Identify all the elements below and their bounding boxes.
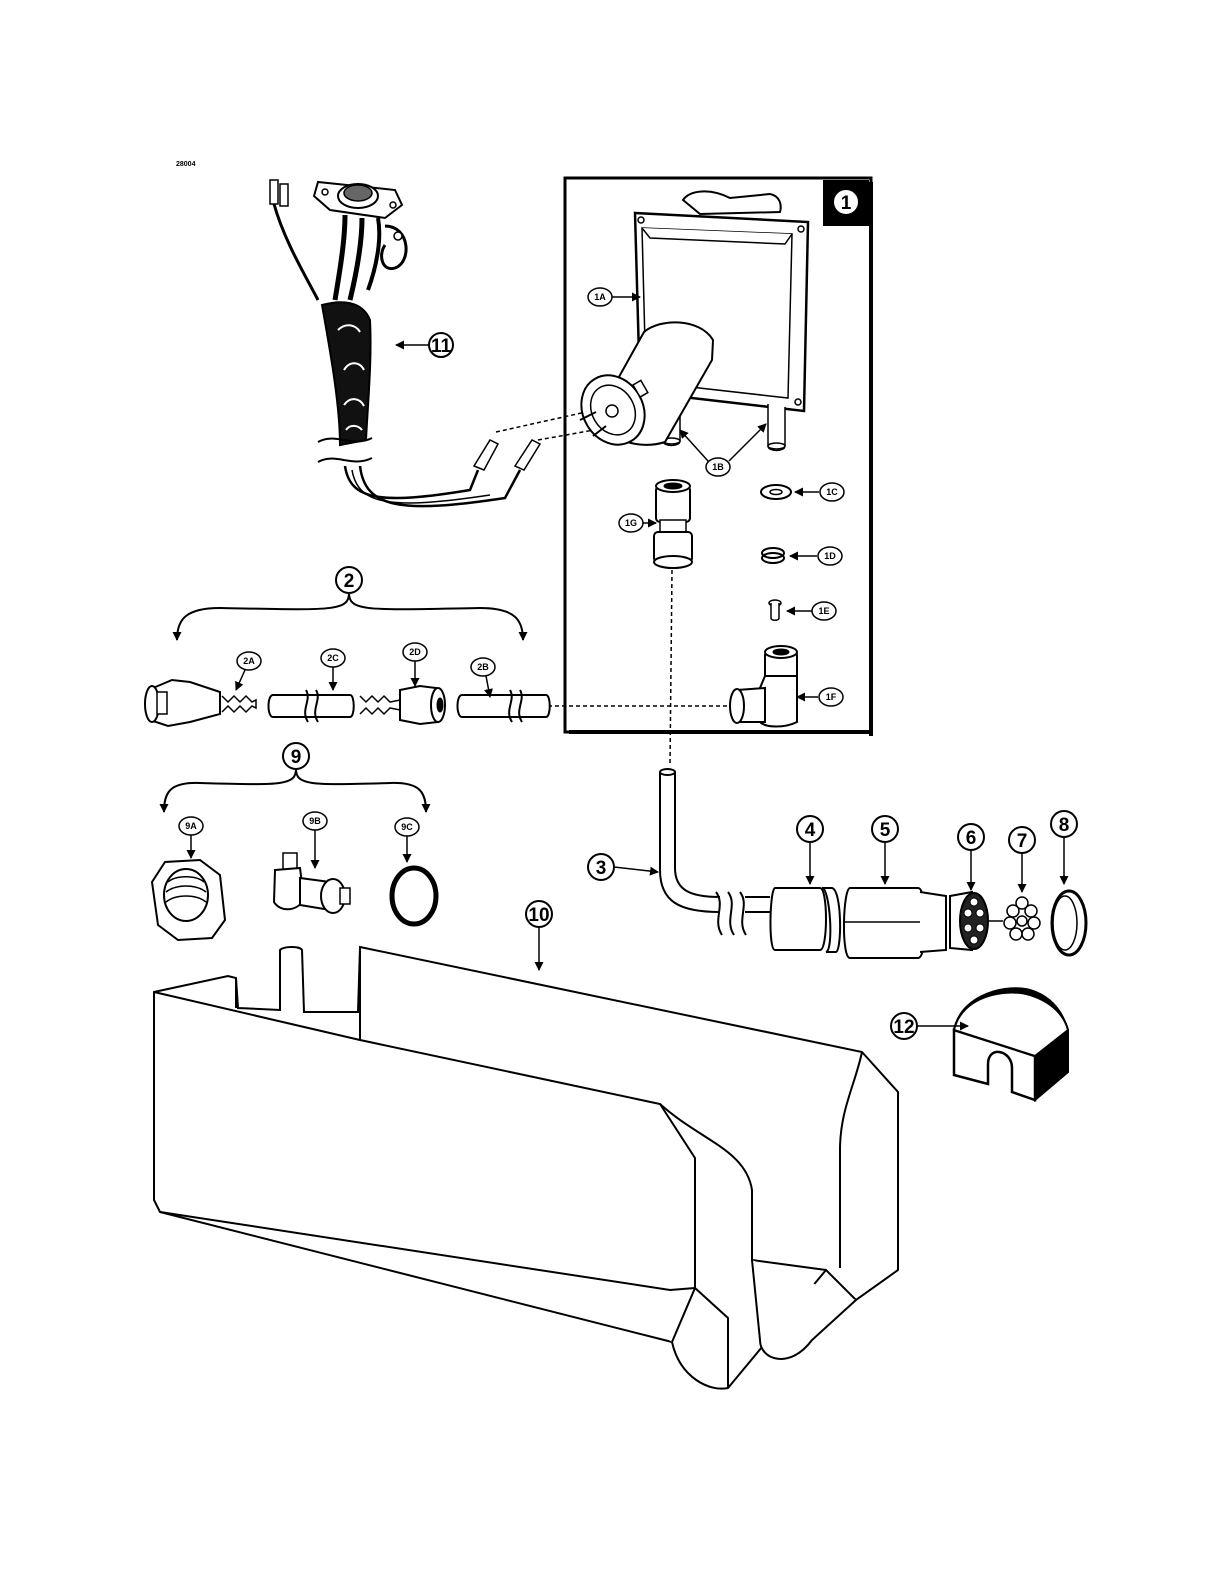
svg-text:2: 2: [344, 571, 355, 592]
callout-2c: 2C: [321, 649, 345, 690]
leader-1g-to-3: [670, 570, 672, 764]
svg-text:6: 6: [966, 828, 977, 849]
callout-9c: 9C: [395, 818, 419, 862]
svg-text:1A: 1A: [594, 292, 606, 302]
svg-text:7: 7: [1017, 831, 1028, 852]
callout-8: 8: [1051, 811, 1077, 884]
insert-7-icon: [1004, 897, 1040, 940]
nut-icon: [152, 860, 225, 940]
callout-1g: 1G: [619, 514, 643, 532]
barbed-fitting-2d-icon: [360, 686, 445, 724]
ring-8-icon: [1052, 891, 1086, 955]
callout-2b: 2B: [471, 658, 495, 697]
svg-text:1B: 1B: [712, 462, 724, 472]
o-ring-icon: [392, 868, 436, 924]
callout-4: 4: [797, 816, 823, 884]
union-fitting-1g-icon: [643, 480, 692, 568]
svg-text:5: 5: [880, 820, 891, 841]
pump-assembly-icon: [569, 191, 808, 456]
collar-4-icon: [770, 888, 840, 952]
svg-text:4: 4: [805, 820, 816, 841]
valve-fitting-9b-icon: [274, 853, 350, 913]
callout-1f: 1F: [819, 688, 843, 706]
tube-icon: [269, 690, 354, 722]
svg-text:9A: 9A: [185, 821, 197, 831]
svg-text:1D: 1D: [824, 551, 836, 561]
callout-1c: 1C: [820, 483, 844, 501]
callout-6: 6: [958, 824, 984, 890]
svg-text:9: 9: [291, 747, 302, 768]
callout-9b: 9B: [303, 812, 327, 868]
svg-text:10: 10: [528, 905, 549, 926]
callout-1: 1: [841, 193, 852, 214]
callout-1d: 1D: [818, 547, 842, 565]
tube-3-icon: [660, 769, 770, 935]
svg-text:2D: 2D: [409, 647, 421, 657]
svg-text:2A: 2A: [243, 656, 255, 666]
callout-1e: 1E: [812, 602, 836, 620]
svg-text:2C: 2C: [327, 653, 339, 663]
svg-text:1E: 1E: [818, 606, 829, 616]
tube-2b-icon: [458, 690, 550, 722]
svg-text:3: 3: [596, 858, 607, 879]
callout-3: 3: [588, 854, 658, 880]
callout-1a: 1A: [588, 288, 640, 306]
callout-9a: 9A: [179, 817, 203, 858]
lock-washer-1d-icon: [762, 548, 817, 563]
callout-9: 9: [164, 743, 426, 812]
callout-5: 5: [872, 816, 898, 884]
callout-2: 2: [177, 567, 523, 640]
callout-1b: 1B: [680, 424, 766, 476]
callout-2a: 2A: [236, 652, 261, 690]
sleeve-5-icon: [843, 888, 946, 958]
svg-text:9C: 9C: [401, 822, 413, 832]
callout-10: 10: [526, 901, 552, 970]
bracket-icon: [954, 988, 1068, 1100]
svg-text:11: 11: [431, 336, 452, 357]
svg-text:9B: 9B: [309, 816, 321, 826]
fitting-icon: [145, 680, 256, 726]
svg-text:1G: 1G: [625, 518, 637, 528]
svg-text:8: 8: [1059, 815, 1070, 836]
manifold-6-icon: [950, 892, 1003, 950]
callout-7: 7: [1009, 827, 1035, 892]
tank-icon: [154, 947, 898, 1389]
callout-2d: 2D: [403, 643, 427, 686]
svg-text:1C: 1C: [826, 487, 838, 497]
svg-text:12: 12: [893, 1017, 914, 1038]
washer-1c-icon: [761, 485, 819, 499]
callout-11: 11: [396, 333, 453, 357]
svg-text:2B: 2B: [477, 662, 489, 672]
figure-number: 28004: [176, 161, 196, 168]
svg-text:1F: 1F: [826, 692, 837, 702]
elbow-fitting-1f-icon: [730, 646, 818, 727]
pin-1e-icon: [769, 600, 812, 620]
